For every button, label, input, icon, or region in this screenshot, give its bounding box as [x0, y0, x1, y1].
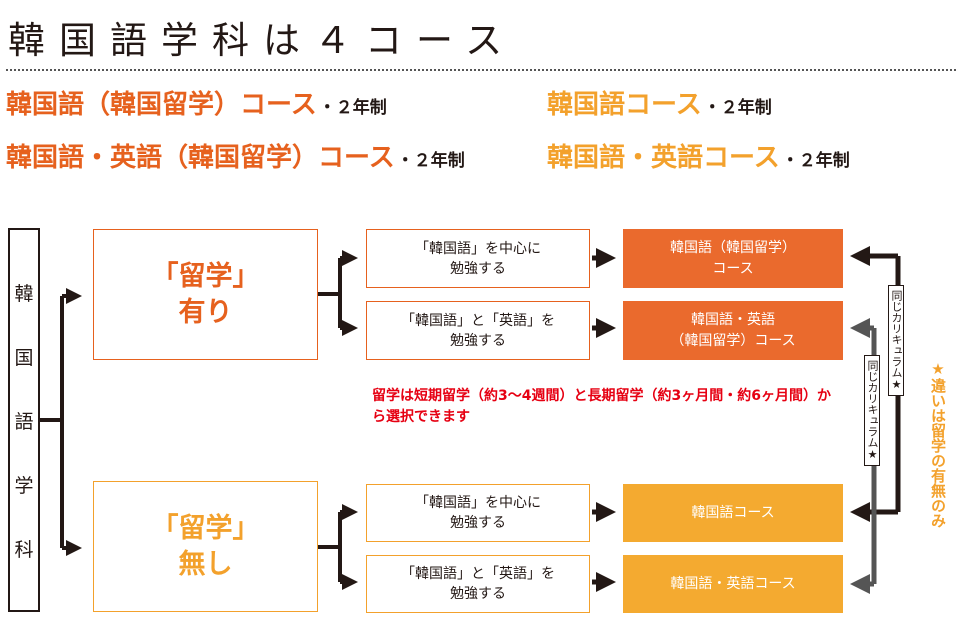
study-abroad-no-box: 「留学」 無し	[93, 481, 318, 612]
box-line: 「韓国語」と「英語」を	[401, 566, 555, 582]
branch-dept	[40, 288, 82, 556]
result-arrows	[592, 248, 616, 592]
course-name: 韓国語（韓国留学）コース	[6, 90, 317, 120]
study-korean-focus-box: 「韓国語」を中心に 勉強する	[366, 229, 590, 288]
dept-char: 語	[14, 410, 34, 433]
course-label-korean-english-study-abroad: 韓国語・英語（韓国留学）コース・２年制	[6, 143, 465, 176]
result-korean: 韓国語コース	[623, 484, 843, 542]
study-korean-english-box: 「韓国語」と「英語」を 勉強する	[366, 301, 590, 360]
box-line: コース	[712, 260, 754, 277]
box-line: 韓国語・英語コース	[670, 575, 796, 592]
department-box: 韓 国 語 学 科	[8, 228, 40, 612]
box-line: 勉強する	[450, 586, 506, 602]
page-title: 韓国語学科は４コース	[8, 19, 517, 62]
dept-char: 科	[14, 538, 34, 561]
study-korean-english-box: 「韓国語」と「英語」を 勉強する	[366, 555, 590, 613]
dotted-divider	[6, 69, 956, 71]
box-line: 勉強する	[450, 260, 506, 277]
same-curriculum-label: 同じカリキュラム★	[864, 355, 880, 466]
box-line: 韓国語コース	[691, 504, 775, 521]
branch-yes	[318, 250, 358, 336]
box-line: 「留学」	[151, 260, 260, 292]
same-curriculum-label: 同じカリキュラム★	[888, 285, 904, 396]
branch-no	[318, 504, 358, 590]
box-line: 「留学」	[151, 512, 260, 544]
course-duration: ・２年制	[781, 151, 850, 171]
box-line: 韓国語（韓国留学）	[670, 239, 796, 256]
box-line: 韓国語・英語	[691, 311, 775, 328]
course-label-korean-study-abroad: 韓国語（韓国留学）コース・２年制	[6, 90, 387, 123]
box-line: 勉強する	[450, 332, 506, 349]
box-line: 「韓国語」と「英語」を	[401, 312, 555, 329]
study-korean-focus-box: 「韓国語」を中心に 勉強する	[366, 484, 590, 542]
box-line: 「韓国語」を中心に	[415, 240, 541, 257]
result-korean-study-abroad: 韓国語（韓国留学） コース	[623, 229, 843, 288]
box-line: 勉強する	[450, 515, 506, 531]
study-abroad-note: 留学は短期留学（約3～4週間）と長期留学（約3ヶ月間・約6ヶ月間）から選択できま…	[372, 388, 831, 425]
box-line: （韓国留学）コース	[670, 332, 796, 349]
box-line: 無し	[178, 548, 233, 580]
dept-char: 国	[14, 346, 34, 369]
dept-char: 学	[14, 474, 34, 497]
result-korean-english-study-abroad: 韓国語・英語 （韓国留学）コース	[623, 301, 843, 360]
course-label-korean: 韓国語コース・２年制	[547, 90, 772, 123]
dept-char: 韓	[14, 282, 34, 305]
course-duration: ・２年制	[318, 98, 387, 118]
course-label-korean-english: 韓国語・英語コース・２年制	[547, 143, 850, 176]
course-name: 韓国語コース	[547, 90, 702, 120]
course-name: 韓国語・英語コース	[547, 143, 780, 173]
study-abroad-yes-box: 「留学」 有り	[93, 229, 318, 360]
box-line: 有り	[178, 296, 233, 328]
difference-note: ★違いは留学の有無のみ	[929, 360, 947, 528]
course-duration: ・２年制	[396, 151, 465, 171]
course-duration: ・２年制	[703, 98, 772, 118]
result-korean-english: 韓国語・英語コース	[623, 555, 843, 613]
course-name: 韓国語・英語（韓国留学）コース	[6, 143, 395, 173]
box-line: 「韓国語」を中心に	[415, 495, 541, 511]
